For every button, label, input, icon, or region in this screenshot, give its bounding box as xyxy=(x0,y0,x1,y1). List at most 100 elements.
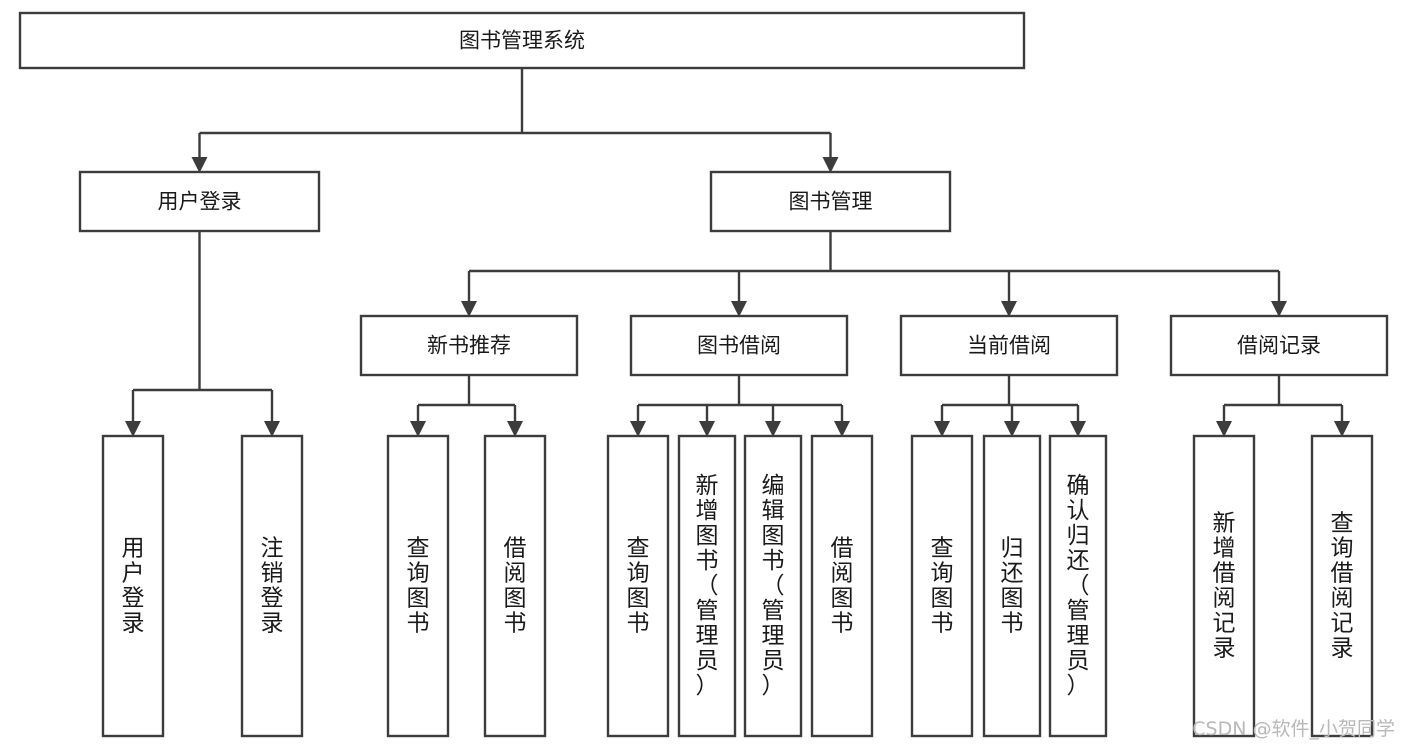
node-root[interactable]: 图书管理系统 xyxy=(18,11,1026,70)
node-label-char: 录 xyxy=(261,611,284,637)
arrowhead-icon xyxy=(264,421,280,437)
node-label-char: ） xyxy=(762,673,785,699)
node-label-char: 用 xyxy=(122,536,145,562)
node-label: 借阅记录 xyxy=(1237,334,1321,358)
node-label-char: 图 xyxy=(762,523,785,549)
node-label-char: 书 xyxy=(931,611,954,637)
node-label-char: 阅 xyxy=(504,561,527,587)
node-label-char: 理 xyxy=(696,623,719,649)
node-label-char: 户 xyxy=(122,561,145,587)
node-box xyxy=(1192,434,1256,738)
node-label: 当前借阅 xyxy=(967,334,1051,358)
node-label-char: 员 xyxy=(696,648,719,674)
node-label-char: 还 xyxy=(1001,561,1024,587)
node-label-char: （ xyxy=(762,573,785,599)
node-label-char: 理 xyxy=(762,623,785,649)
node-borrow-record[interactable]: 借阅记录 xyxy=(1169,314,1389,377)
node-label-char: 查 xyxy=(931,536,954,562)
arrowhead-icon xyxy=(1334,421,1350,437)
node-label-char: （ xyxy=(1067,573,1090,599)
node-label-char: 图 xyxy=(931,586,954,612)
node-label-char: 询 xyxy=(627,561,650,587)
node-label-char: 询 xyxy=(931,561,954,587)
node-label: 图书管理系统 xyxy=(459,29,585,53)
node-box xyxy=(1048,434,1108,738)
node-label-char: 确 xyxy=(1067,473,1090,499)
node-label-char: 书 xyxy=(504,611,527,637)
arrowhead-icon xyxy=(630,421,646,437)
node-label-char: 查 xyxy=(1331,511,1354,537)
node-label-char: 书 xyxy=(1001,611,1024,637)
node-leaf-user-login[interactable]: 用户登录 xyxy=(101,434,165,738)
node-label-char: 图 xyxy=(696,523,719,549)
node-label-char: 阅 xyxy=(1331,586,1354,612)
node-current-borrow[interactable]: 当前借阅 xyxy=(899,314,1119,377)
node-label-char: 理 xyxy=(1067,623,1090,649)
arrowhead-icon xyxy=(699,421,715,437)
node-label-char: 查 xyxy=(627,536,650,562)
node-label: 新书推荐 xyxy=(427,334,511,358)
node-label-char: 管 xyxy=(696,598,719,624)
node-label-char: 书 xyxy=(696,548,719,574)
node-label-char: 图 xyxy=(831,586,854,612)
node-box xyxy=(606,434,670,738)
node-new-book-rec[interactable]: 新书推荐 xyxy=(359,314,579,377)
node-box xyxy=(359,314,579,377)
node-label-char: 记 xyxy=(1213,611,1236,637)
arrowhead-icon xyxy=(731,301,747,317)
arrowhead-icon xyxy=(1216,421,1232,437)
node-label-char: 图 xyxy=(504,586,527,612)
node-label-char: 增 xyxy=(1213,536,1236,562)
node-label-char: 辑 xyxy=(762,498,785,524)
node-label-char: 录 xyxy=(122,611,145,637)
node-label-char: 询 xyxy=(407,561,430,587)
node-box xyxy=(910,434,974,738)
arrowhead-icon xyxy=(822,157,839,173)
arrowhead-icon xyxy=(934,421,950,437)
node-label-char: 登 xyxy=(261,586,284,612)
node-label-char: 借 xyxy=(504,536,527,562)
nodes-layer: 图书管理系统用户登录图书管理新书推荐图书借阅当前借阅借阅记录用户登录注销登录查询… xyxy=(18,11,1389,738)
node-label-char: 员 xyxy=(1067,648,1090,674)
watermark-label: CSDN @软件_小贺同学 xyxy=(1192,718,1395,740)
node-box xyxy=(629,314,849,377)
arrowhead-icon xyxy=(461,301,477,317)
arrowhead-icon xyxy=(834,421,850,437)
node-book-borrow[interactable]: 图书借阅 xyxy=(629,314,849,377)
node-box xyxy=(1169,314,1389,377)
node-box xyxy=(240,434,304,738)
node-label-char: 书 xyxy=(762,548,785,574)
node-label-char: 增 xyxy=(696,498,719,524)
node-user-login[interactable]: 用户登录 xyxy=(78,170,321,233)
arrowhead-icon xyxy=(410,421,426,437)
node-label-char: 认 xyxy=(1067,498,1090,524)
node-label-char: 销 xyxy=(261,561,284,587)
node-label-char: 阅 xyxy=(831,561,854,587)
node-label-char: 录 xyxy=(1213,636,1236,662)
node-label-char: 新 xyxy=(696,473,719,499)
node-label-char: 书 xyxy=(831,611,854,637)
node-box xyxy=(743,434,803,738)
arrowhead-icon xyxy=(1070,421,1086,437)
arrowhead-icon xyxy=(1001,301,1017,317)
arrowhead-icon xyxy=(191,157,208,173)
node-label-char: 归 xyxy=(1001,536,1024,562)
node-box xyxy=(899,314,1119,377)
node-label-char: 录 xyxy=(1331,636,1354,662)
node-label-char: 书 xyxy=(627,611,650,637)
node-label-char: 借 xyxy=(1331,561,1354,587)
node-book-manage[interactable]: 图书管理 xyxy=(709,170,952,233)
